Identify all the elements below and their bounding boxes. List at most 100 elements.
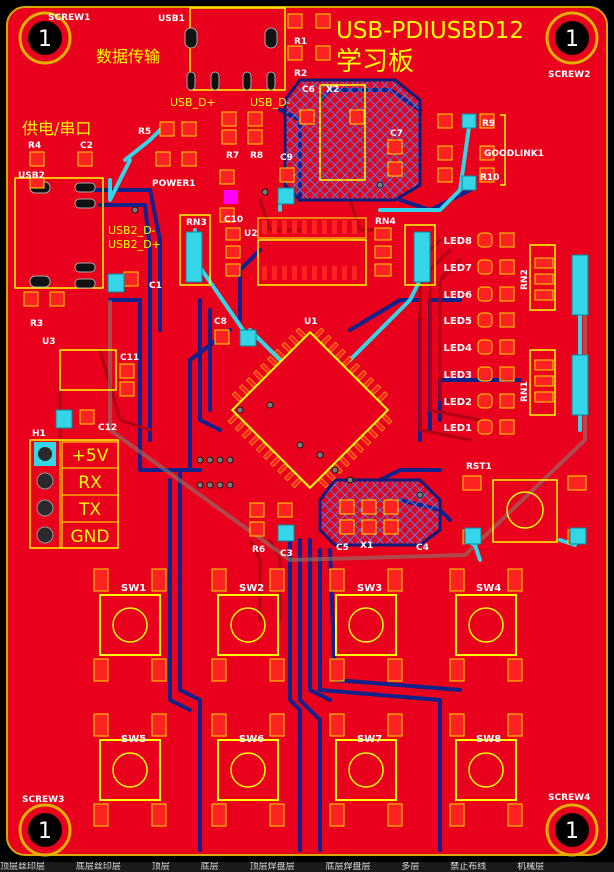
ref-u2: U2 [244,229,258,239]
sw6-label: SW6 [239,734,264,745]
layer-tab-multi[interactable]: 多层 [401,862,420,872]
vias [131,181,424,499]
top-traces [58,198,482,622]
ref-rn3: RN3 [186,218,207,228]
screw1-hole [18,11,72,65]
ref-c2: C2 [80,141,93,151]
ref-r4: R4 [28,141,41,151]
net-usb2-dp: USB2_D+ [108,238,161,251]
sw1-body [93,568,167,682]
sw8-label: SW8 [476,734,501,745]
ref-c6: C6 [302,85,315,95]
ref-rn1: RN1 [520,381,530,402]
gnd-trace [108,300,587,563]
ref-r7: R7 [226,151,239,161]
sw2-body [211,568,285,682]
screw3-hole [18,803,72,857]
power-serial-label: 供电/串口 [22,119,91,138]
sw2-label: SW2 [239,583,264,594]
layer-tab-top[interactable]: 顶层 [151,862,170,872]
led-labels: LED8 LED7 LED6 LED5 LED4 LED3 LED2 LED1 [444,236,473,434]
led6-label: LED6 [444,290,473,301]
layer-tab-mech[interactable]: 机械层 [517,862,545,872]
pin-label-gnd: GND [71,527,110,547]
pin-label-tx: TX [78,500,101,520]
layer-tab-bottom[interactable]: 底层 [200,862,219,872]
net-usb2-dm: USB2_D- [108,224,156,237]
ref-rn4: RN4 [375,217,396,227]
ref-power1: POWER1 [152,179,196,189]
led2-label: LED2 [444,397,473,408]
net-usb-dp: USB_D+ [170,96,216,109]
silkscreen-outlines [14,7,558,549]
ref-usb2: USB2 [18,171,45,181]
h1-header [29,440,119,549]
ref-r8: R8 [250,151,263,161]
u1-ic [227,327,393,490]
layer-tab-bottom-silk[interactable]: 底层丝印层 [75,862,121,872]
pin-label-5v: +5V [72,446,109,466]
screw1-number: 1 [38,27,52,52]
ref-designators: USB1 R1 R2 C6 X2 R5 POWER1 R7 R8 C9 C7 R… [18,14,544,559]
ref-c3: C3 [280,549,293,559]
sw6-body [211,713,285,827]
sw3-body [329,568,403,682]
sw8-body [449,713,523,827]
layer-tab-top-pad[interactable]: 顶层焊盘层 [249,862,295,872]
screw3-label: SCREW3 [22,795,64,805]
ref-r3: R3 [30,319,43,329]
selected-pads [55,113,589,545]
x2-keepout [283,78,422,202]
led7-label: LED7 [444,263,473,274]
screw2-hole [545,11,599,65]
switch-labels: SW1 SW2 SW3 SW4 SW5 SW6 SW7 SW8 [121,583,501,745]
led4-label: LED4 [444,343,473,354]
smd-pads [23,13,587,545]
screw4-hole [545,803,599,857]
ref-r2: R2 [294,69,307,79]
sw5-body [93,713,167,827]
switch-array [93,568,523,827]
usb1-connector [184,27,278,91]
layer-tab-top-silk[interactable]: 顶层丝印层 [0,862,46,872]
ref-u1: U1 [304,317,318,327]
led1-label: LED1 [444,423,473,434]
ref-goodlink1: GOODLINK1 [484,149,544,159]
usb2-connector [29,181,96,289]
sw7-body [329,713,403,827]
ref-x2: X2 [326,85,339,95]
screw3-number: 1 [38,819,52,844]
x1-keepout [318,478,442,547]
layer-tab-keepout[interactable]: 禁止布线 [450,862,487,872]
ref-usb1: USB1 [158,14,185,24]
screw2-number: 1 [565,27,579,52]
data-transfer-label: 数据传输 [96,47,160,66]
ref-c8: C8 [214,317,227,327]
c10-pad-selected [224,190,238,204]
ref-r9: R9 [482,119,495,129]
sw3-label: SW3 [357,583,382,594]
sw1-label: SW1 [121,583,146,594]
ref-x1: X1 [360,541,373,551]
ref-c1: C1 [149,281,162,291]
sw5-label: SW5 [121,734,146,745]
ref-r5: R5 [138,127,151,137]
ref-rn2: RN2 [520,269,530,290]
board-title: USB-PDIUSBD12 [336,18,524,44]
layer-tab-bottom-pad[interactable]: 底层焊盘层 [325,862,371,872]
screw4-number: 1 [565,819,579,844]
layer-tab-bar: 顶层丝印层 底层丝印层 顶层 底层 顶层焊盘层 底层焊盘层 多层 禁止布线 机械… [0,862,614,872]
screw-holes [18,11,599,857]
screw4-label: SCREW4 [548,793,590,803]
ref-c12: C12 [98,423,117,433]
ref-u3: U3 [42,337,56,347]
pin-label-rx: RX [78,473,102,493]
board-subtitle: 学习板 [336,47,414,77]
ref-c7: C7 [390,129,403,139]
screw2-label: SCREW2 [548,70,590,80]
ref-h1: H1 [32,429,46,439]
bottom-traces [88,88,522,852]
led-pads [477,232,515,435]
